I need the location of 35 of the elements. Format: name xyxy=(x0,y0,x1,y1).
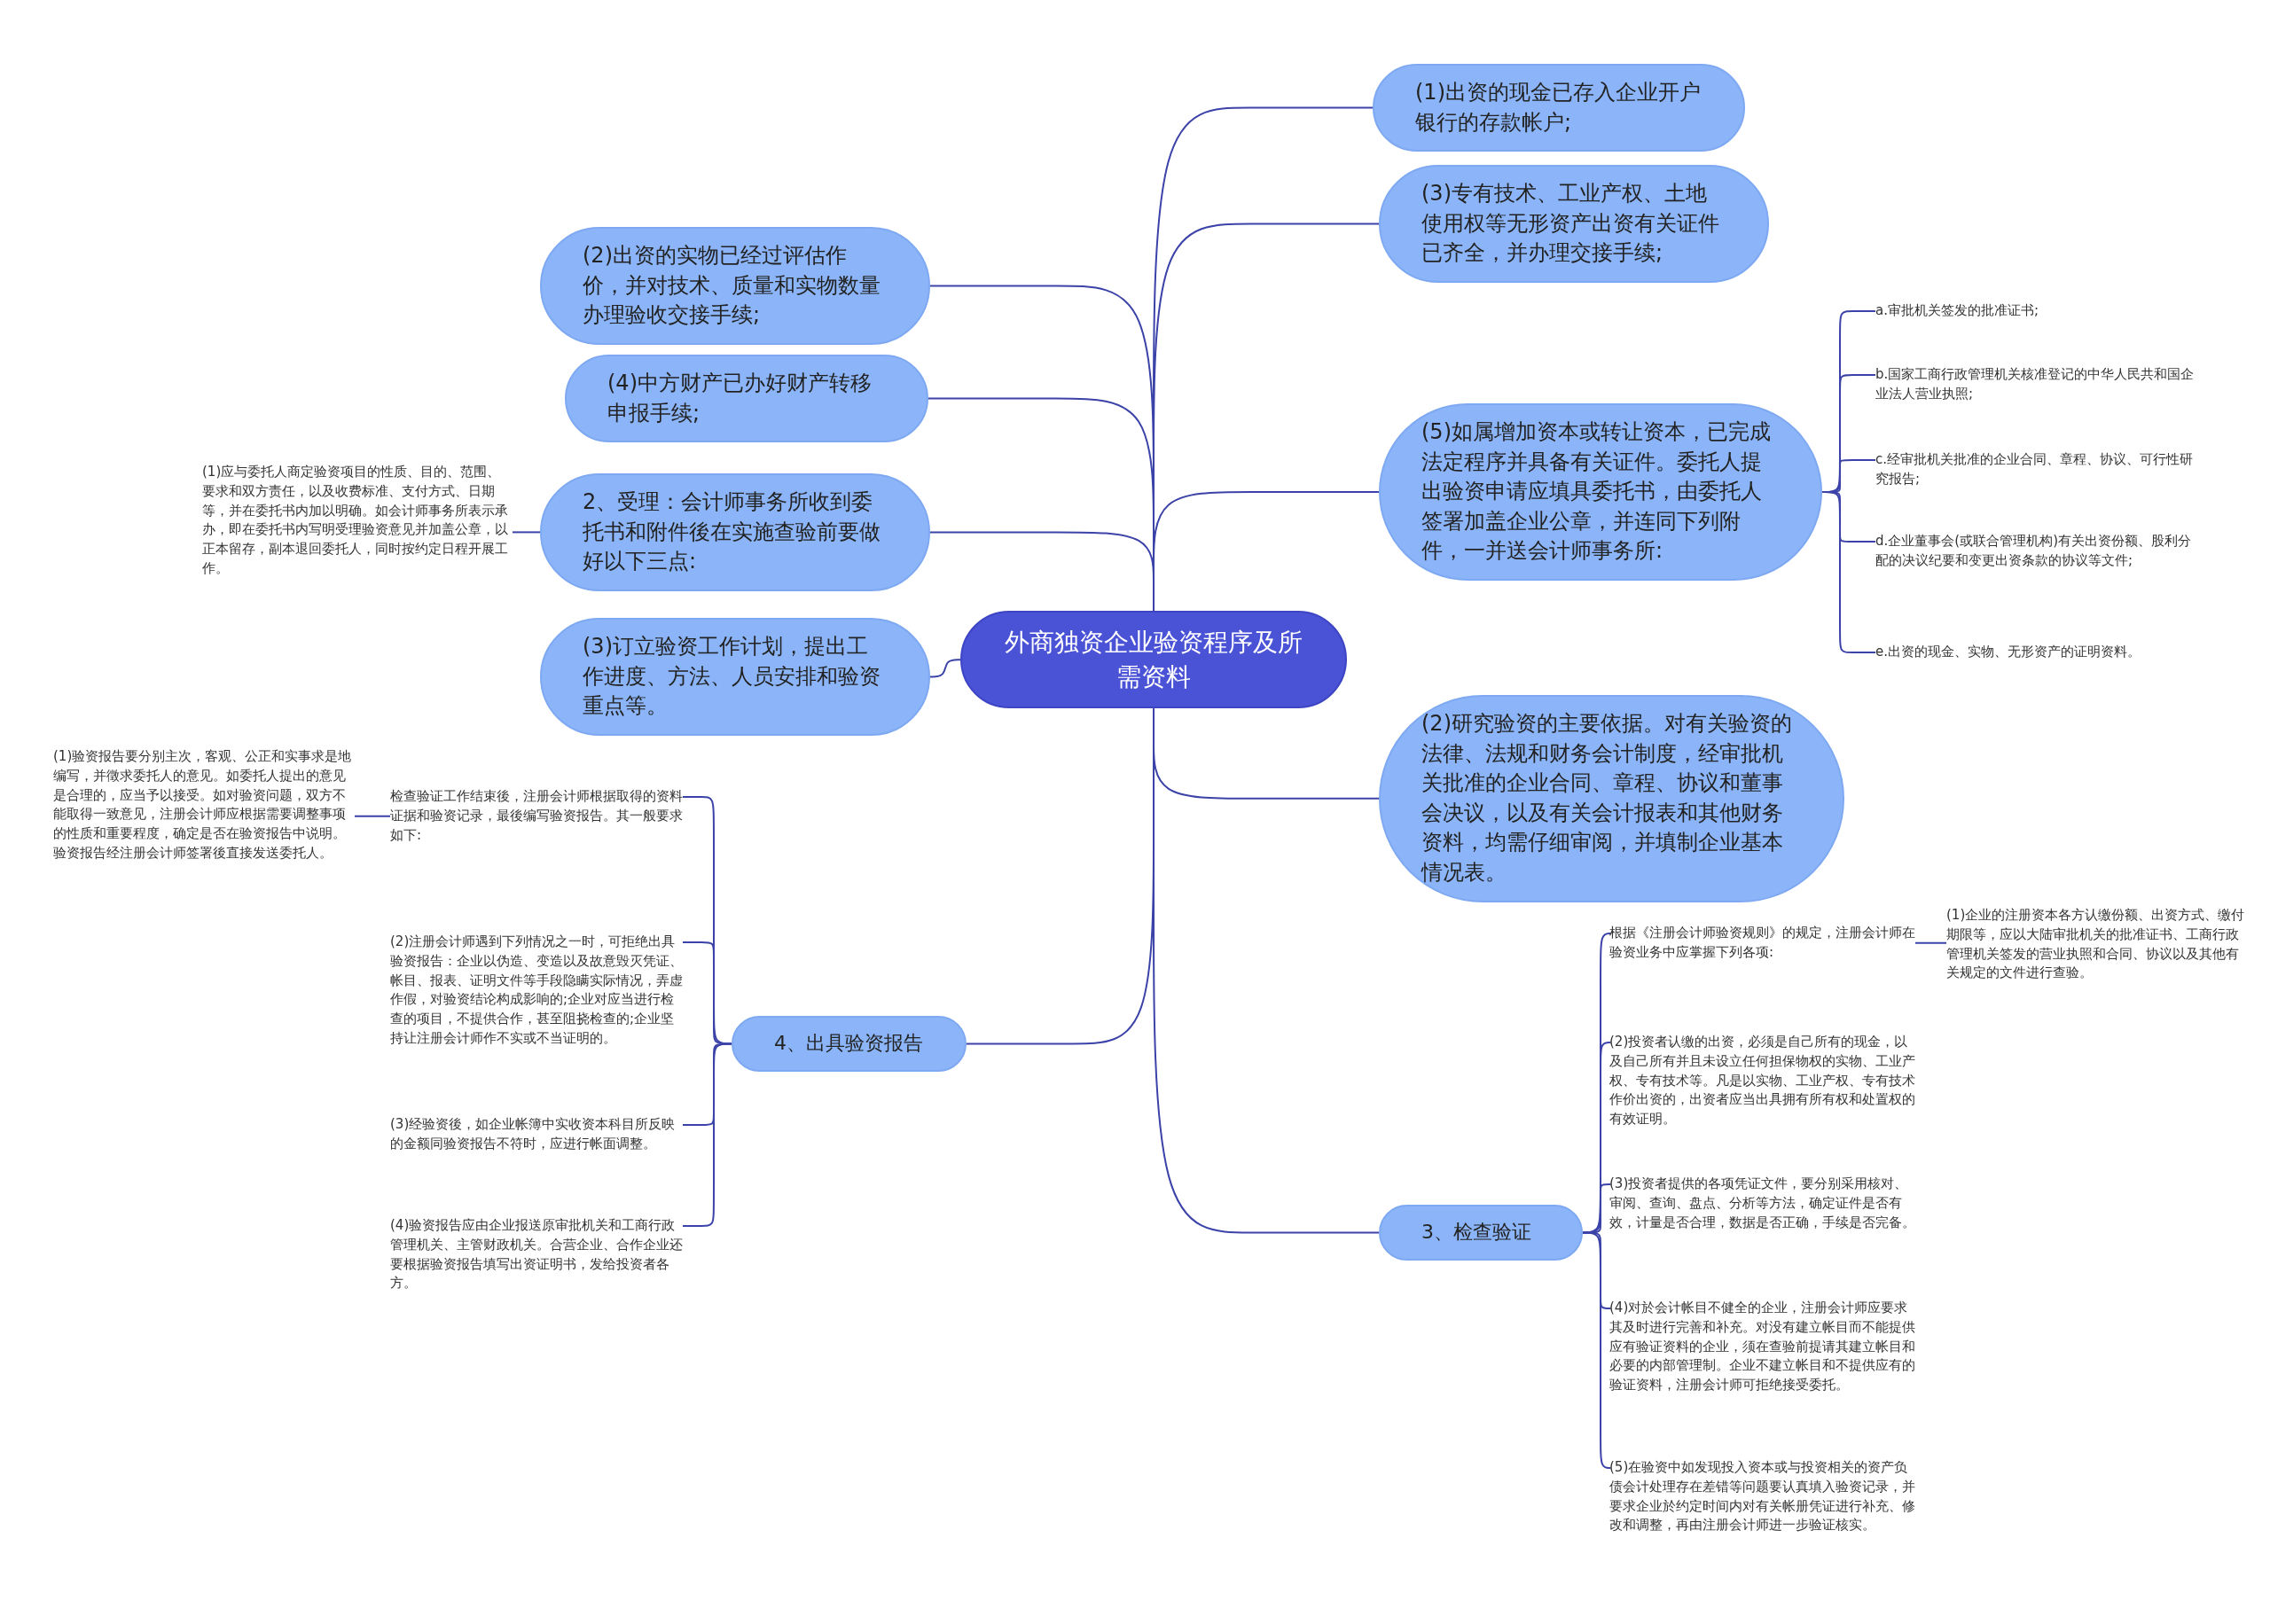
note-text: 根据《注册会计师验资规则》的规定，注册会计师在验资业务中应掌握下列各项: xyxy=(1609,924,1915,963)
topic-text: 2、受理：会计师事务所收到委托书和附件後在实施查验前要做好以下三点: xyxy=(583,488,881,576)
note-text: (2)投资者认缴的出资，必须是自己所有的现金，以及自己所有并且未设立任何担保物权的实物、工业产权、专有技术等。凡是以实物、工业产权、专有技术作价出资的，出资者应当出具拥有所有权和处置权的有效证明。 xyxy=(1609,1033,1915,1129)
note-text: (1)验资报告要分别主次，客观、公正和实事求是地编写，并徵求委托人的意见。如委托人提出的意见是合理的，应当予以接受。如对验资问题，双方不能取得一致意见，注册会计师应根据需要调整事项的性质和重要程度，确定是否在验资报告中说明。验资报告经注册会计师签署後直接发送委托人。 xyxy=(53,747,355,863)
topic-text: (2)研究验资的主要依据。对有关验资的法律、法规和财务会计制度，经审批机关批准的企业合同、章程、协议和董事会决议，以及有关会计报表和其他财务资料，均需仔细审阅，并填制企业基本情况表。 xyxy=(1421,710,1793,886)
connector-line xyxy=(1582,1231,1611,1469)
connector-line xyxy=(512,531,541,534)
note-text: d.企业董事会(或联合管理机构)有关出资份额、股利分配的决议纪要和变更出资条款的协议等文件; xyxy=(1875,532,2203,571)
note-text: (4)验资报告应由企业报送原审批机关和工商行政管理机关、主管财政机关。合营企业、合作企业还要根据验资报告填写出资证明书，发给投资者各方。 xyxy=(390,1216,683,1293)
note-text: c.经审批机关批准的企业合同、章程、协议、可行性研究报告; xyxy=(1875,450,2203,489)
note-text: (1)应与委托人商定验资项目的性质、目的、范围、要求和双方责任，以及收费标准、支付方式、日期等，并在委托书内加以明确。如会计师事务所表示承办，即在委托书内写明受理验资意见并加盖公章，以正本留存，副本退回委托人，同时按约定日程开展工作。 xyxy=(202,463,513,579)
topic-text: 4、出具验资报告 xyxy=(774,1031,923,1056)
topic-text: 3、检查验证 xyxy=(1421,1220,1531,1245)
central-topic-text: 外商独资企业验资程序及所需资料 xyxy=(1004,627,1303,694)
note-text: 检查验证工作结束後，注册会计师根据取得的资料证据和验资记录，最後编写验资报告。其一般要求如下: xyxy=(390,787,683,846)
topic-text: (3)订立验资工作计划，提出工作进度、方法、人员安排和验资重点等。 xyxy=(583,633,881,721)
connector-line xyxy=(354,815,391,817)
topic-text: (1)出资的现金已存入企业开户银行的存款帐户; xyxy=(1415,79,1702,137)
note-text: (3)经验资後，如企业帐簿中实收资本科目所反映的金额同验资报告不符时，应进行帐面调整。 xyxy=(390,1115,683,1154)
note-text: (5)在验资中如发现投入资本或与投资相关的资产负债会计处理存在差错等问题要认真填入验资记录，并要求企业於约定时间内对有关帐册凭证进行补充、修改和调整，再由注册会计师进一步验证核实。 xyxy=(1609,1458,1915,1535)
topic-text: (4)中方财产已办好财产转移申报手续; xyxy=(607,370,873,427)
note-text: b.国家工商行政管理机关核准登记的中华人民共和国企业法人营业执照; xyxy=(1875,365,2203,404)
note-text: (4)对於会计帐目不健全的企业，注册会计师应要求其及时进行完善和补充。对没有建立帐目而不能提供应有验证资料的企业，须在查验前提请其建立帐目和必要的内部管理制。企业不建立帐目和不提供应有的验证资料，注册会计师可拒绝接受委托。 xyxy=(1609,1299,1915,1395)
topic-text: (3)专有技术、工业产权、土地使用权等无形资产出资有关证件已齐全，并办理交接手续; xyxy=(1421,180,1720,268)
topic-text: (2)出资的实物已经过评估作价，并对技术、质量和实物数量办理验收交接手续; xyxy=(583,242,881,330)
connector-line xyxy=(929,531,1155,612)
topic-text: (5)如属增加资本或转让资本，已完成法定程序并具备有关证件。委托人提出验资申请应填具委托书，由委托人签署加盖企业公章，并连同下列附件，一并送会计师事务所: xyxy=(1421,418,1772,566)
connector-line xyxy=(929,659,961,678)
note-text: (1)企业的注册资本各方认缴份额、出资方式、缴付期限等，应以大陆审批机关的批准证书、工商行政管理机关签发的营业执照和合同、协议以及其他有关规定的文件进行查验。 xyxy=(1946,906,2248,983)
note-text: a.审批机关签发的批准证书; xyxy=(1875,301,2221,321)
note-text: (3)投资者提供的各项凭证文件，要分别采用核对、审阅、查询、盘点、分析等方法，确定证件是否有效，计量是否合理，数据是否正确，手续是否完备。 xyxy=(1609,1175,1915,1233)
note-text: (2)注册会计师遇到下列情况之一时，可拒绝出具验资报告：企业以伪造、变造以及故意毁灭凭证、帐目、报表、证明文件等手段隐瞒实际情况，弄虚作假，对验资结论构成影响的;企业对应当进行检查的项目，不提供合作，甚至阻挠检查的;企业坚持让注册会计师作不实或不当证明的。 xyxy=(390,933,683,1049)
connector-line xyxy=(682,1042,732,1227)
note-text: e.出资的现金、实物、无形资产的证明资料。 xyxy=(1875,643,2221,662)
connector-line xyxy=(1914,941,1947,944)
